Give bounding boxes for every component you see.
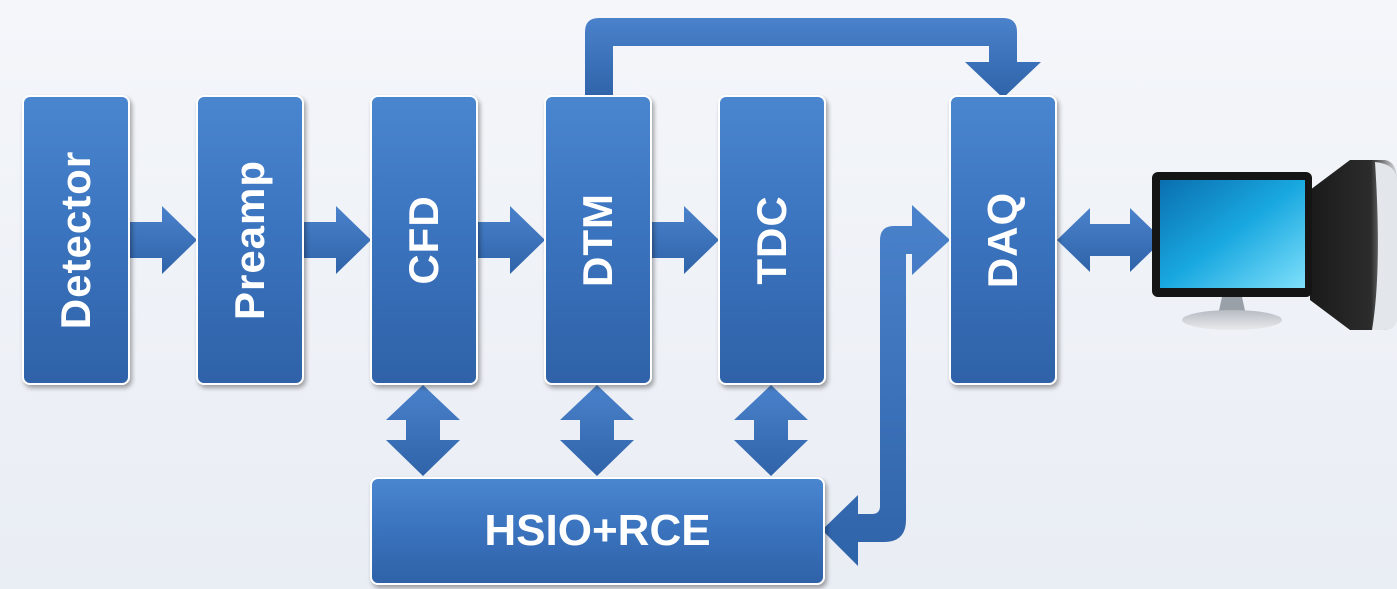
dtm-label: DTM: [574, 193, 621, 287]
arrow-dtm-to-daq: [585, 18, 1041, 98]
detector-label: Detector: [52, 150, 99, 330]
arrow-preamp-to-cfd: [304, 206, 371, 274]
arrow-detector-to-preamp: [130, 206, 197, 274]
arrow-tdc-hsio: [734, 385, 808, 476]
arrow-daq-computer: [1057, 208, 1163, 272]
dtm-block: DTM: [544, 95, 652, 385]
arrow-dtm-to-tdc: [652, 206, 719, 274]
hsio-rce-label: HSIO+RCE: [484, 506, 711, 555]
tdc-block: TDC: [718, 95, 826, 385]
tdc-label: TDC: [748, 195, 795, 285]
arrow-dtm-hsio: [560, 385, 634, 476]
preamp-block: Preamp: [196, 95, 304, 385]
daq-block: DAQ: [949, 95, 1057, 385]
arrow-cfd-hsio: [386, 385, 460, 476]
detector-block: Detector: [22, 95, 130, 385]
preamp-label: Preamp: [226, 159, 273, 321]
cfd-block: CFD: [370, 95, 478, 385]
hsio-rce-block: HSIO+RCE: [370, 477, 825, 585]
daq-label: DAQ: [979, 191, 1026, 289]
cfd-label: CFD: [400, 195, 447, 285]
arrow-hsio-daq: [822, 205, 950, 566]
arrow-cfd-to-dtm: [478, 206, 545, 274]
desktop-computer-icon: [1152, 160, 1397, 330]
